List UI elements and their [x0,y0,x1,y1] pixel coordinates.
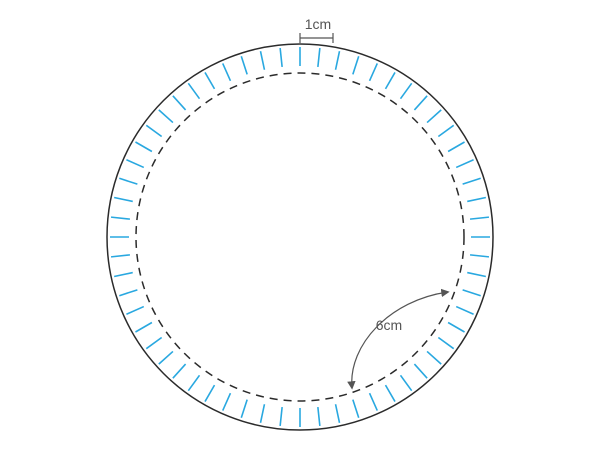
tick-mark [317,47,321,68]
tick-mark [469,254,490,258]
tick-mark [221,63,232,82]
tick-mark [187,82,201,100]
tick-mark [240,56,248,75]
tick-mark [437,124,455,138]
tick-mark [455,158,474,169]
tick-mark [334,50,341,70]
tick-mark [172,95,187,111]
tick-mark [368,63,379,82]
tick-mark [172,363,187,379]
tick-mark [187,374,201,392]
tick-mark [462,289,481,297]
tick-mark [352,399,360,418]
segment-width-bracket [299,33,334,43]
tick-mark [145,336,163,350]
tick-mark [437,336,455,350]
tick-mark [399,82,413,100]
outer-circle [106,43,494,431]
tick-mark [145,124,163,138]
tick-mark [119,289,138,297]
tick-mark [462,177,481,185]
tick-mark [352,56,360,75]
tick-mark [259,404,266,424]
tick-mark [113,196,133,203]
tick-mark [158,109,174,124]
tick-mark [126,305,145,316]
tick-mark [467,271,487,278]
tick-mark [334,404,341,424]
tick-marks [110,47,490,427]
tick-mark [384,384,396,402]
tick-mark [368,392,379,411]
tick-mark [135,321,153,333]
inner-dashed-circle [135,72,465,402]
tick-mark [447,321,465,333]
tick-mark [113,271,133,278]
arc-distance-arrow [347,288,450,390]
arc-distance-label: 6cm [376,317,402,333]
tick-mark [126,158,145,169]
tick-mark [135,141,153,153]
tick-mark [384,72,396,90]
tick-mark [469,216,490,220]
tick-mark [158,350,174,365]
tick-mark [467,196,487,203]
tick-mark [221,392,232,411]
tick-mark [279,47,283,68]
segment-width-label: 1cm [305,16,331,32]
tick-mark [204,72,216,90]
tick-mark [426,350,442,365]
tick-mark [413,363,428,379]
tick-mark [447,141,465,153]
tick-mark [110,216,131,220]
tick-mark [279,406,283,427]
tick-mark [399,374,413,392]
tick-mark [317,406,321,427]
tick-mark [240,399,248,418]
tick-mark [110,254,131,258]
tick-mark [259,50,266,70]
tick-mark [119,177,138,185]
tick-mark [204,384,216,402]
tick-mark [455,305,474,316]
tick-mark [426,109,442,124]
tick-mark [413,95,428,111]
